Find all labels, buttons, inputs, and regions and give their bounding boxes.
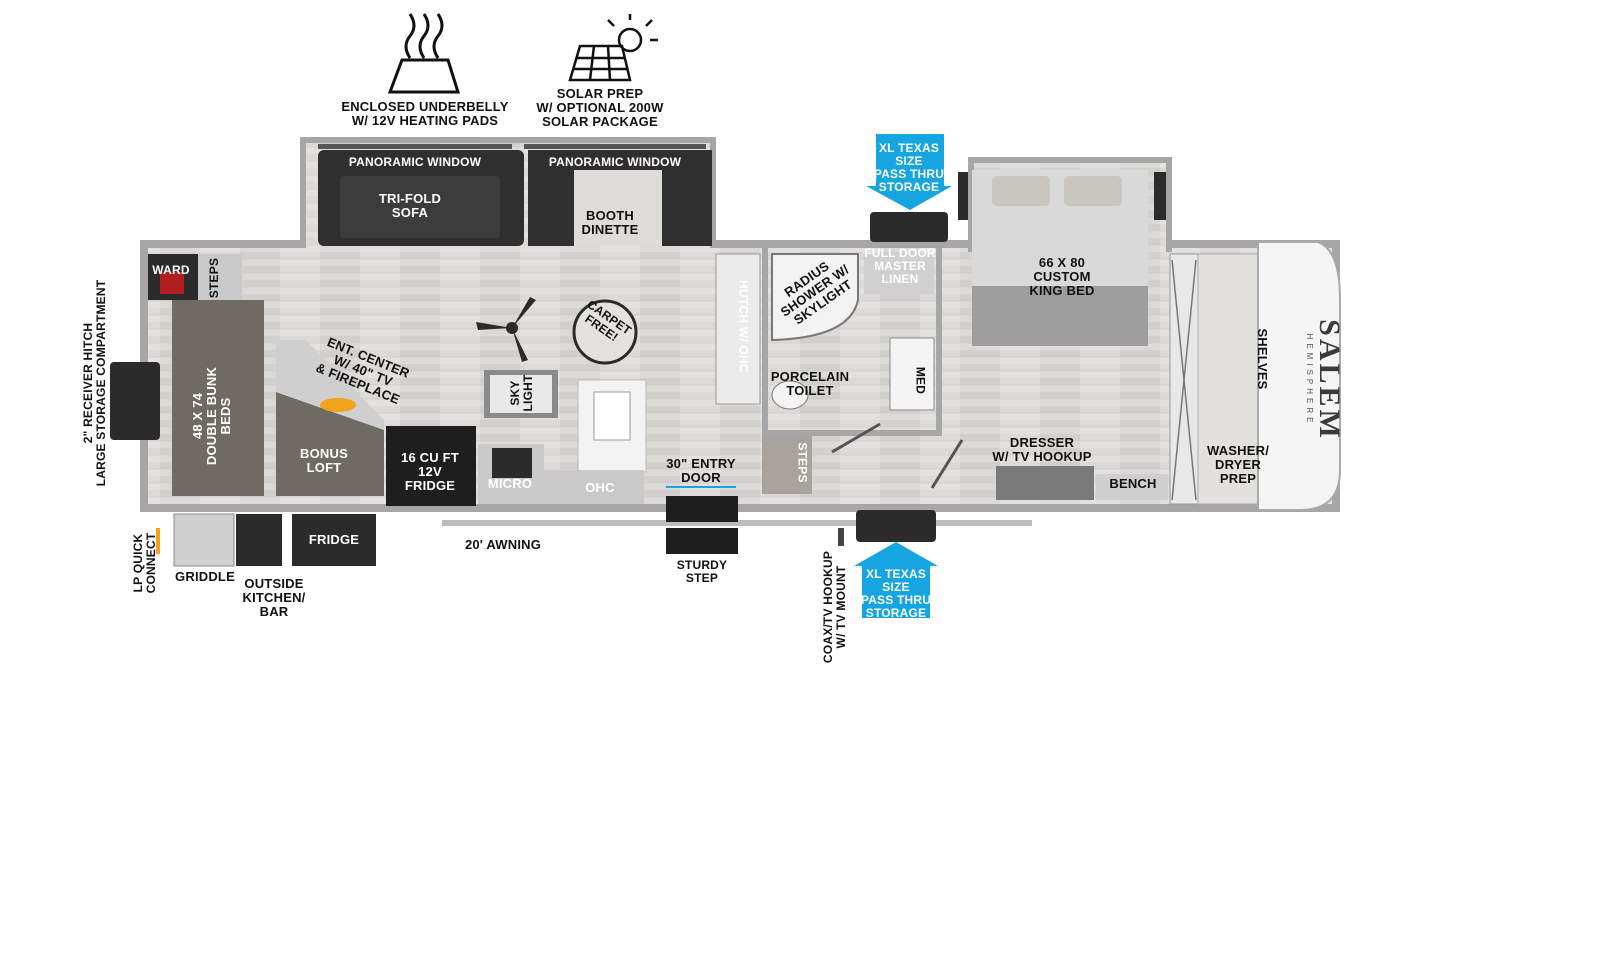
awning-bar	[442, 520, 1032, 526]
griddle-label: GRIDDLE	[175, 569, 235, 584]
ceiling-fan	[476, 297, 536, 362]
micro-label: MICRO	[487, 476, 533, 491]
entry-step-top	[666, 496, 738, 522]
dresser-shape	[996, 466, 1094, 500]
brand-logo: SALEM HEMISPHERE	[1304, 300, 1346, 460]
brand-name: SALEM	[1313, 319, 1346, 441]
toilet-label: PORCELAIN TOILET	[770, 369, 850, 398]
skylight-label: SKY LIGHT	[508, 374, 535, 412]
fridge-inside-label: 16 CU FT 12V FRIDGE	[401, 450, 459, 493]
steps-rear-shape	[762, 436, 812, 494]
storage-bottom-arrow	[854, 542, 938, 618]
dresser-label: DRESSER W/ TV HOOKUP	[992, 435, 1092, 464]
outside-fridge-shape	[292, 514, 376, 566]
storage-bottom-box	[856, 510, 936, 542]
bonus-loft-label: BONUS LOFT	[300, 446, 348, 475]
coax-label: COAX/TV HOOKUP W/ TV MOUNT	[821, 550, 848, 664]
bunk-shape	[172, 300, 264, 496]
bench-label: BENCH	[1109, 476, 1157, 491]
storage-top-label: XL TEXAS SIZE PASS THRU STORAGE	[873, 141, 945, 194]
panoramic-window-label-2: PANORAMIC WINDOW	[548, 155, 682, 169]
solar-icon	[568, 14, 658, 82]
storage-top-box	[870, 212, 948, 242]
hutch-label: HUTCH W/ OHC	[736, 280, 751, 373]
hitch-label: 2" RECEIVER HITCH LARGE STORAGE COMPARTM…	[81, 279, 108, 487]
sturdy-step-label: STURDY STEP	[676, 558, 728, 585]
outside-kitchen-label: OUTSIDE KITCHEN/ BAR	[242, 576, 306, 619]
fridge-outside-label: FRIDGE	[308, 532, 360, 547]
linen-label: FULL DOOR MASTER LINEN	[864, 246, 936, 286]
lp-connect-shape	[156, 528, 160, 554]
underbelly-label: ENCLOSED UNDERBELLY W/ 12V HEATING PADS	[341, 99, 509, 128]
storage-bottom-label: XL TEXAS SIZE PASS THRU STORAGE	[860, 567, 932, 620]
carpet-free-badge	[572, 299, 638, 365]
rear-cap	[1257, 241, 1341, 511]
steps-rear-label: STEPS	[795, 442, 810, 483]
solar-label: SOLAR PREP W/ OPTIONAL 200W SOLAR PACKAG…	[536, 86, 664, 129]
hitch-box	[110, 362, 160, 440]
bench-shape	[1096, 474, 1168, 500]
toilet-shape	[771, 380, 809, 410]
med-label: MED	[913, 366, 928, 395]
dinette-label: BOOTH DINETTE	[581, 208, 639, 237]
fridge-shape	[386, 426, 476, 506]
sofa-label: TRI-FOLD SOFA	[378, 191, 442, 220]
griddle-shape	[173, 513, 235, 567]
entry-step-bottom	[666, 528, 738, 554]
storage-top-arrow	[866, 134, 952, 210]
panoramic-window-label-1: PANORAMIC WINDOW	[348, 155, 482, 169]
stove-shape	[492, 448, 532, 478]
lp-label: LP QUICK CONNECT	[131, 532, 158, 594]
shelves-label: SHELVES	[1255, 328, 1270, 390]
hutch-shape	[715, 253, 761, 405]
steps-front-label: STEPS	[207, 257, 221, 299]
ohc-label: OHC	[585, 480, 615, 495]
shower-shape	[771, 253, 859, 342]
ward-label: WARD	[152, 263, 190, 277]
bunk-label: 48 X 74 DOUBLE BUNK BEDS	[190, 366, 233, 466]
entry-door-label: 30" ENTRY DOOR	[666, 456, 736, 485]
washer-label: WASHER/ DRYER PREP	[1206, 443, 1270, 486]
king-bed-label: 66 X 80 CUSTOM KING BED	[1029, 255, 1095, 298]
heating-icon	[387, 13, 461, 94]
awning-label: 20' AWNING	[464, 537, 542, 552]
